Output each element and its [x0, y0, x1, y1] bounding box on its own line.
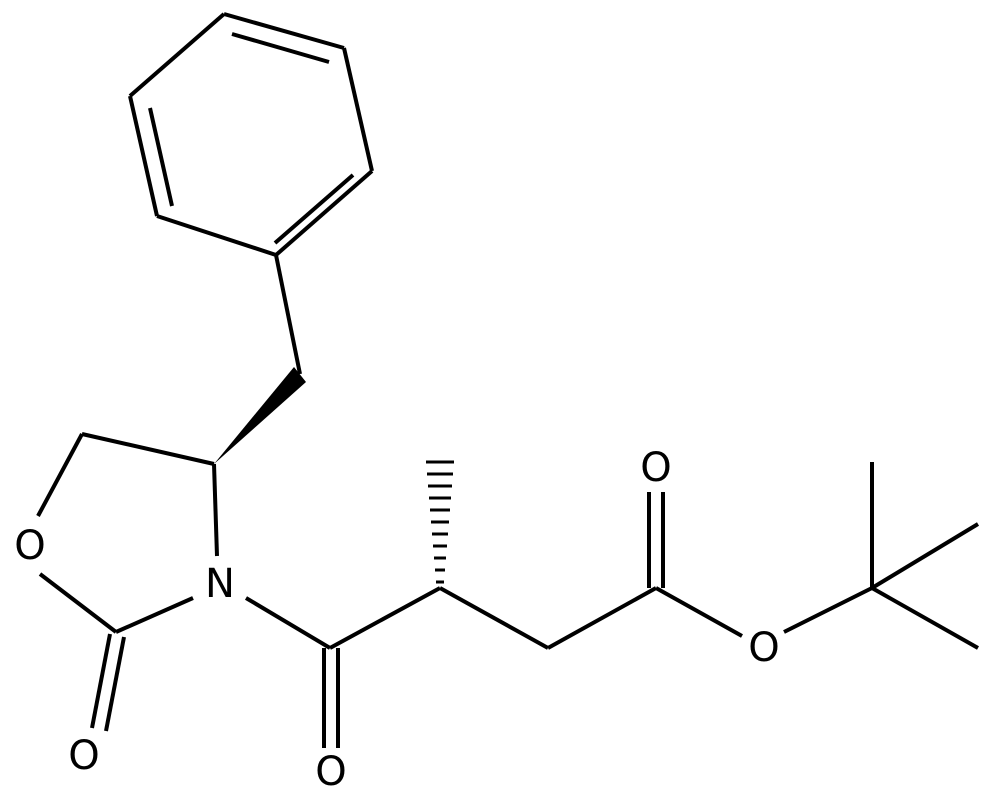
bond [274, 254, 302, 375]
aromatic-double-bond [148, 107, 174, 207]
ring-oxygen-label: O [14, 523, 45, 569]
double-bond [104, 636, 126, 732]
bond [38, 572, 118, 634]
bond [329, 586, 441, 650]
amide-carbonyl-oxygen-label: O [315, 749, 346, 795]
bond [783, 586, 873, 634]
hashed-wedge-bond [426, 460, 454, 584]
bond [547, 586, 657, 650]
bond [871, 586, 979, 650]
bond [274, 169, 374, 257]
bond [81, 432, 215, 466]
bond [212, 463, 219, 557]
oxazolidinone-carbonyl-oxygen-label: O [68, 733, 99, 779]
bond [128, 12, 226, 98]
bond [439, 586, 549, 650]
bond [36, 433, 84, 517]
ring-nitrogen-label: N [205, 561, 235, 607]
bond [115, 596, 194, 634]
bond [244, 596, 332, 650]
ester-oxygen-label: O [748, 625, 779, 671]
bond [223, 12, 345, 50]
benzene-ring [128, 12, 374, 257]
bond [156, 214, 277, 257]
double-bond [90, 633, 112, 729]
bond [655, 586, 743, 638]
bond [128, 95, 159, 217]
bond [342, 47, 374, 172]
bond [870, 522, 980, 590]
wedge-bond [214, 367, 306, 464]
aromatic-double-bond [231, 32, 330, 64]
oxazolidinone-ring [36, 432, 219, 732]
ester-carbonyl-oxygen-label: O [640, 445, 671, 491]
aromatic-double-bond [273, 173, 355, 245]
